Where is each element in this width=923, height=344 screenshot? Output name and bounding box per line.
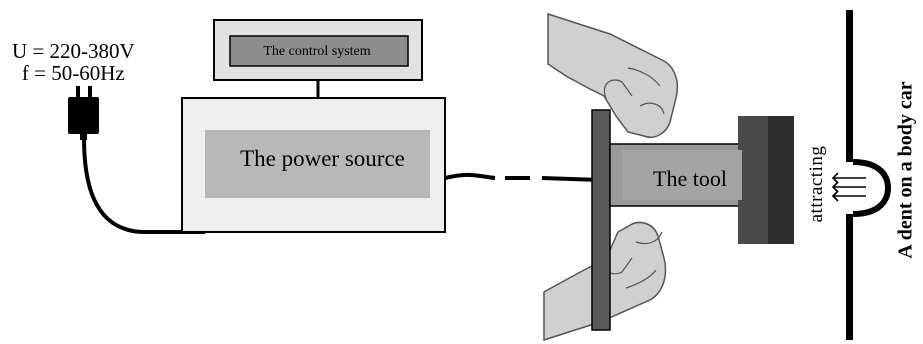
tool-cable	[444, 172, 601, 182]
dent-label: A dent on a body car	[894, 81, 917, 259]
power-source-label: The power source	[240, 146, 405, 171]
upper-hand-icon	[547, 12, 679, 138]
tool-label: The tool	[653, 166, 727, 191]
supply-spec: U = 220-380V f = 50-60Hz	[12, 40, 135, 84]
attracting-label: attracting	[806, 145, 827, 223]
frequency-label: f = 50-60Hz	[21, 61, 125, 85]
control-system-label: The control system	[263, 44, 371, 59]
voltage-label: U = 220-380V	[12, 39, 135, 63]
power-cable	[82, 137, 205, 234]
tool-body	[591, 109, 794, 331]
power-source-box	[181, 97, 446, 233]
control-system-box	[213, 19, 423, 81]
car-panel-with-dent	[846, 10, 892, 340]
plug-icon	[68, 86, 99, 140]
attracting-arrows-icon	[831, 172, 866, 202]
